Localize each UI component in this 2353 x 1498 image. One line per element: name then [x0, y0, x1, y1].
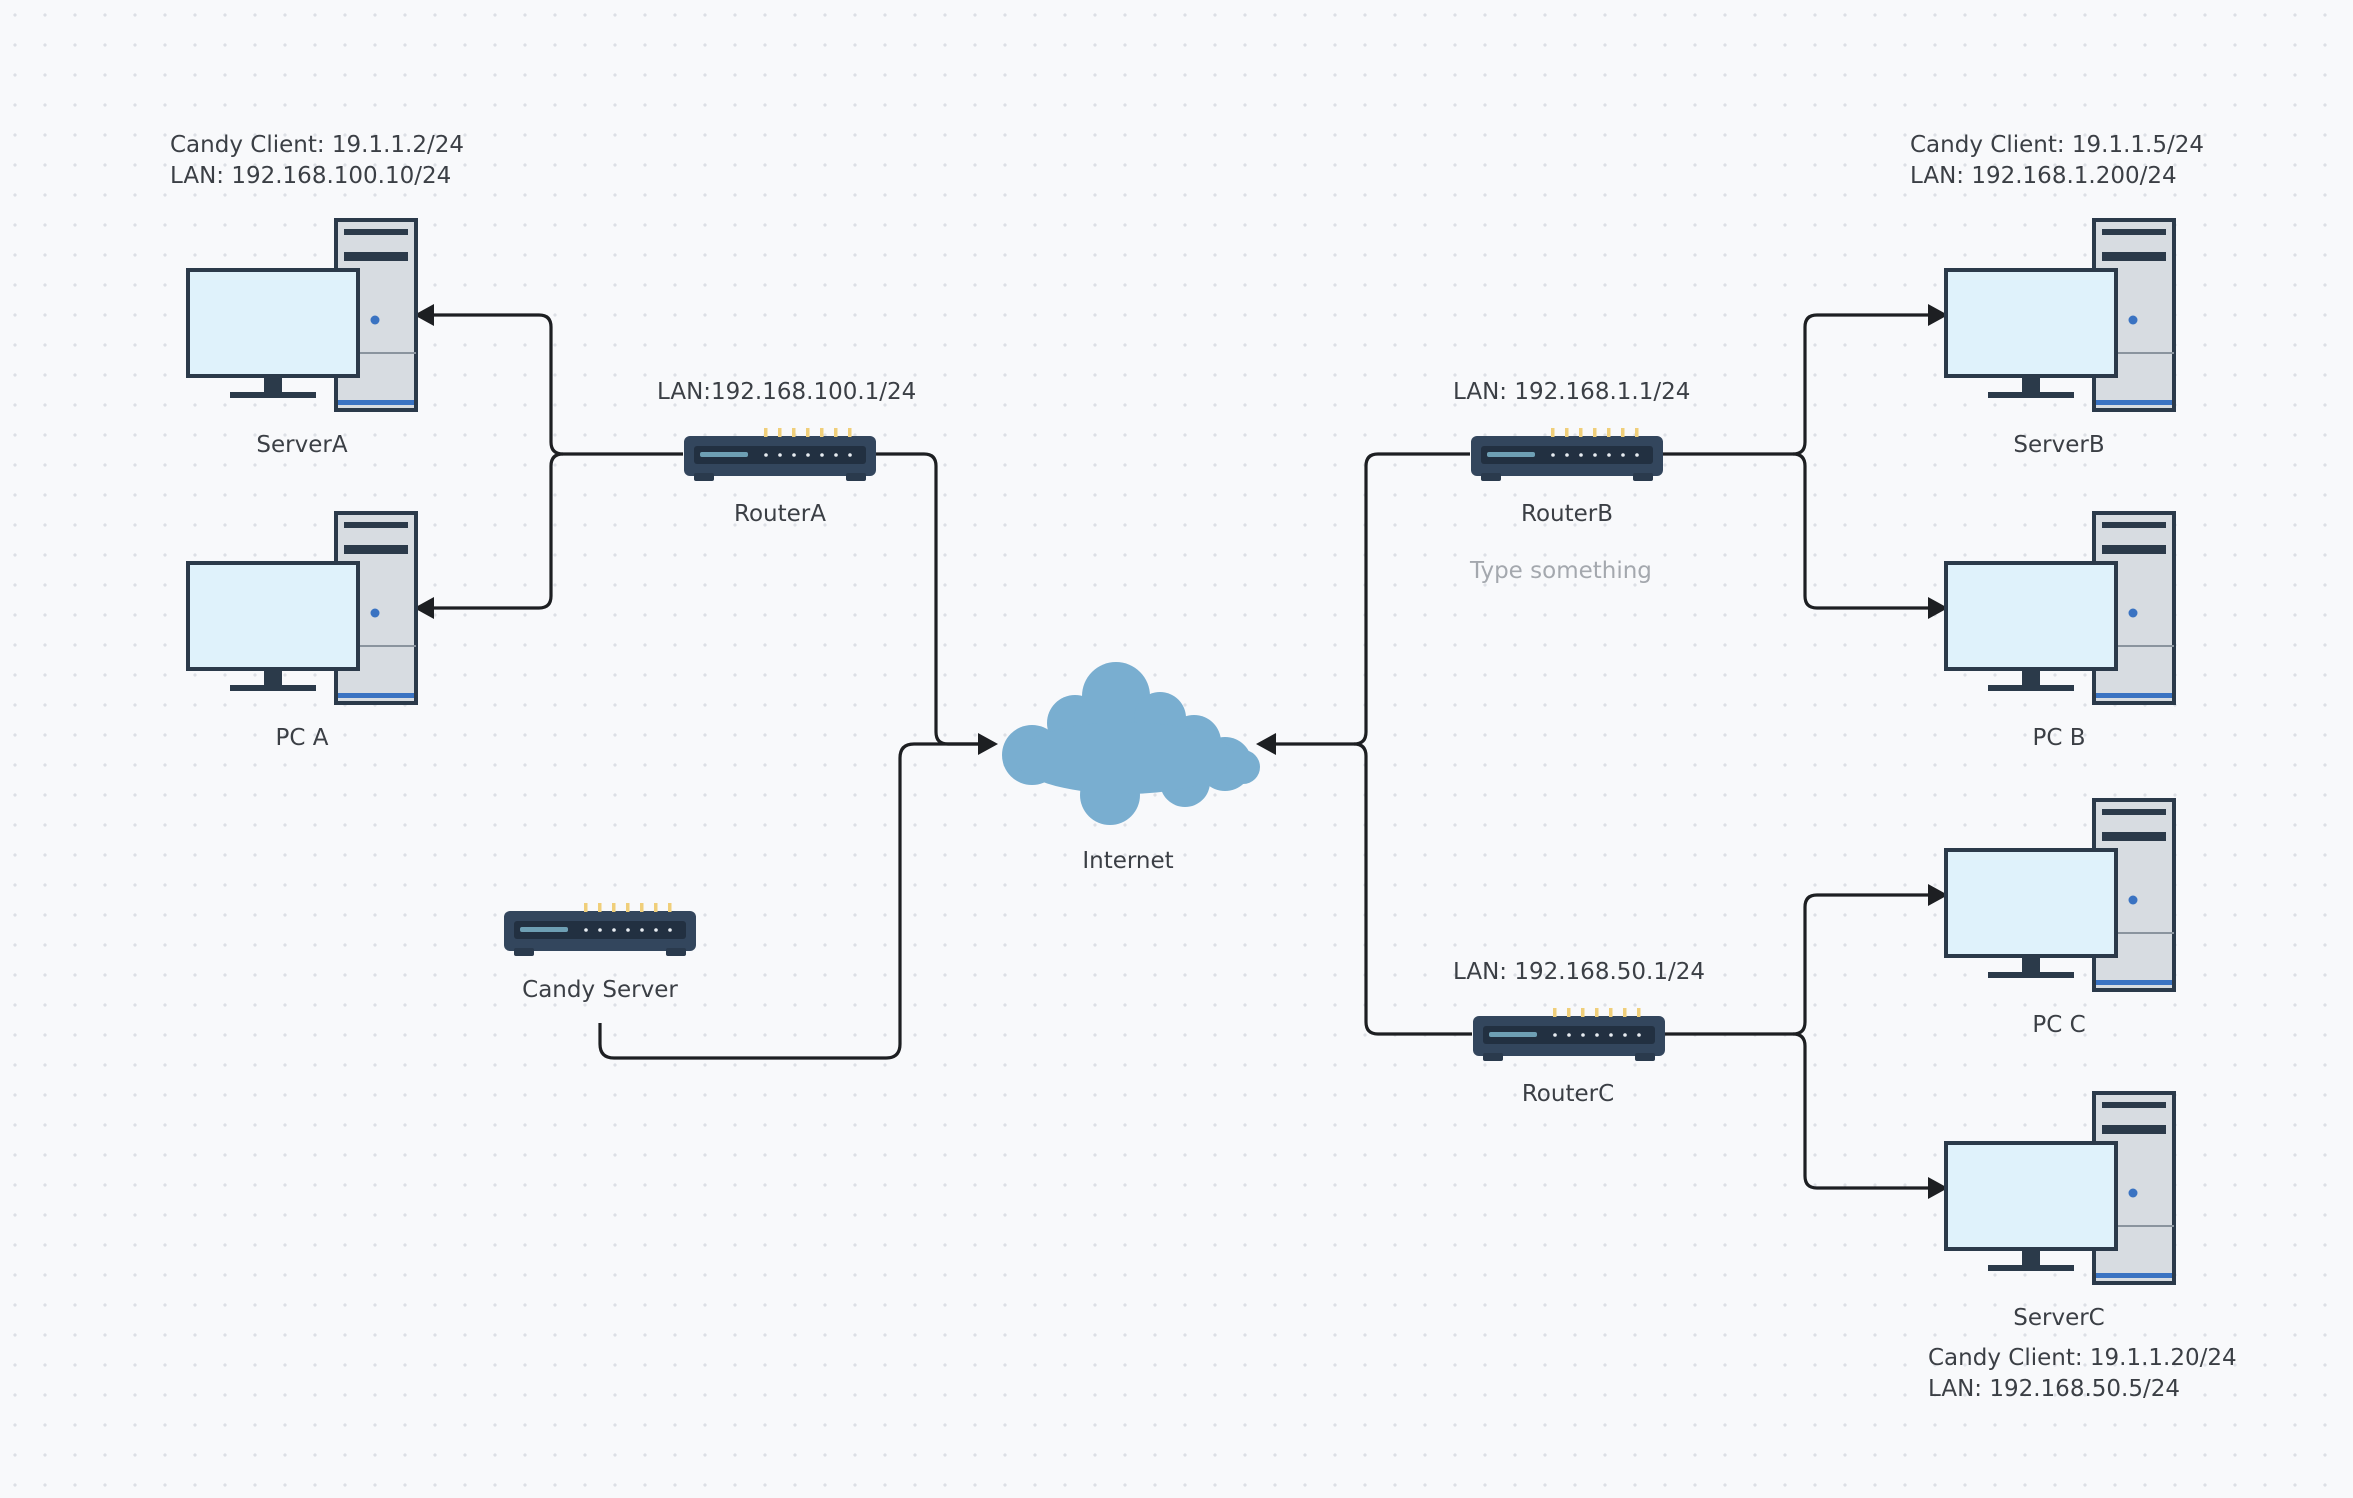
servera-lan-label: LAN: 192.168.100.10/24 [170, 163, 452, 189]
serverb-name-label: ServerB [2013, 432, 2105, 458]
computer-icon-serverc[interactable] [1944, 1091, 2176, 1285]
serverc-lan-label: LAN: 192.168.50.5/24 [1928, 1376, 2180, 1402]
arrowhead-serverb [1928, 304, 1948, 326]
arrowhead-pcb [1928, 597, 1948, 619]
arrowhead-servera [414, 304, 434, 326]
routerb-note-placeholder[interactable]: Type something [1470, 558, 1652, 584]
connectors [414, 304, 1948, 1199]
routera-name-label: RouterA [734, 501, 826, 527]
link-routera-servera[interactable] [434, 313, 683, 456]
router-icon-routera[interactable] [684, 428, 876, 481]
computer-icon-servera[interactable] [186, 218, 418, 412]
router-icon-routerb[interactable] [1471, 428, 1663, 481]
arrowhead-internet-from-routerb [1256, 733, 1276, 755]
servera-name-label: ServerA [256, 432, 348, 458]
serverb-lan-label: LAN: 192.168.1.200/24 [1910, 163, 2177, 189]
pcb-name-label: PC B [2032, 725, 2086, 751]
routerb-name-label: RouterB [1521, 501, 1613, 527]
link-routera-internet[interactable] [876, 452, 978, 746]
cloud-icon-internet[interactable] [1002, 662, 1260, 825]
routerc-name-label: RouterC [1521, 1081, 1615, 1107]
link-routera-pca[interactable] [434, 452, 564, 610]
link-routerc-serverc[interactable] [1792, 1032, 1928, 1190]
candy-server-label: Candy Server [522, 977, 678, 1003]
servera-client-label: Candy Client: 19.1.1.2/24 [170, 132, 465, 158]
link-candyserver-internet[interactable] [598, 742, 978, 1060]
arrowhead-serverc [1928, 1177, 1948, 1199]
computer-icon-pcc[interactable] [1944, 798, 2176, 992]
link-routerb-pcb[interactable] [1792, 452, 1928, 610]
arrowhead-internet-from-routera [978, 733, 998, 755]
link-routerb-serverb[interactable] [1663, 313, 1928, 456]
routerb-lan-label: LAN: 192.168.1.1/24 [1453, 379, 1691, 405]
serverb-client-label: Candy Client: 19.1.1.5/24 [1910, 132, 2205, 158]
routerc-lan-label: LAN: 192.168.50.1/24 [1453, 959, 1705, 985]
pcc-name-label: PC C [2032, 1012, 2086, 1038]
computer-icon-serverb[interactable] [1944, 218, 2176, 412]
arrowhead-pcc [1928, 884, 1948, 906]
router-icon-routerc[interactable] [1473, 1008, 1665, 1061]
link-routerb-internet[interactable] [1276, 452, 1470, 746]
computer-icon-pcb[interactable] [1944, 511, 2176, 705]
router-icon-candy-server[interactable] [504, 903, 696, 956]
pca-name-label: PC A [275, 725, 329, 751]
serverc-client-label: Candy Client: 19.1.1.20/24 [1928, 1345, 2237, 1371]
computer-icon-pca[interactable] [186, 511, 418, 705]
routera-lan-label: LAN:192.168.100.1/24 [657, 379, 917, 405]
internet-label: Internet [1082, 848, 1174, 874]
serverc-name-label: ServerC [2013, 1305, 2105, 1331]
arrowhead-pca [414, 597, 434, 619]
link-routerc-internet[interactable] [1353, 742, 1472, 1036]
